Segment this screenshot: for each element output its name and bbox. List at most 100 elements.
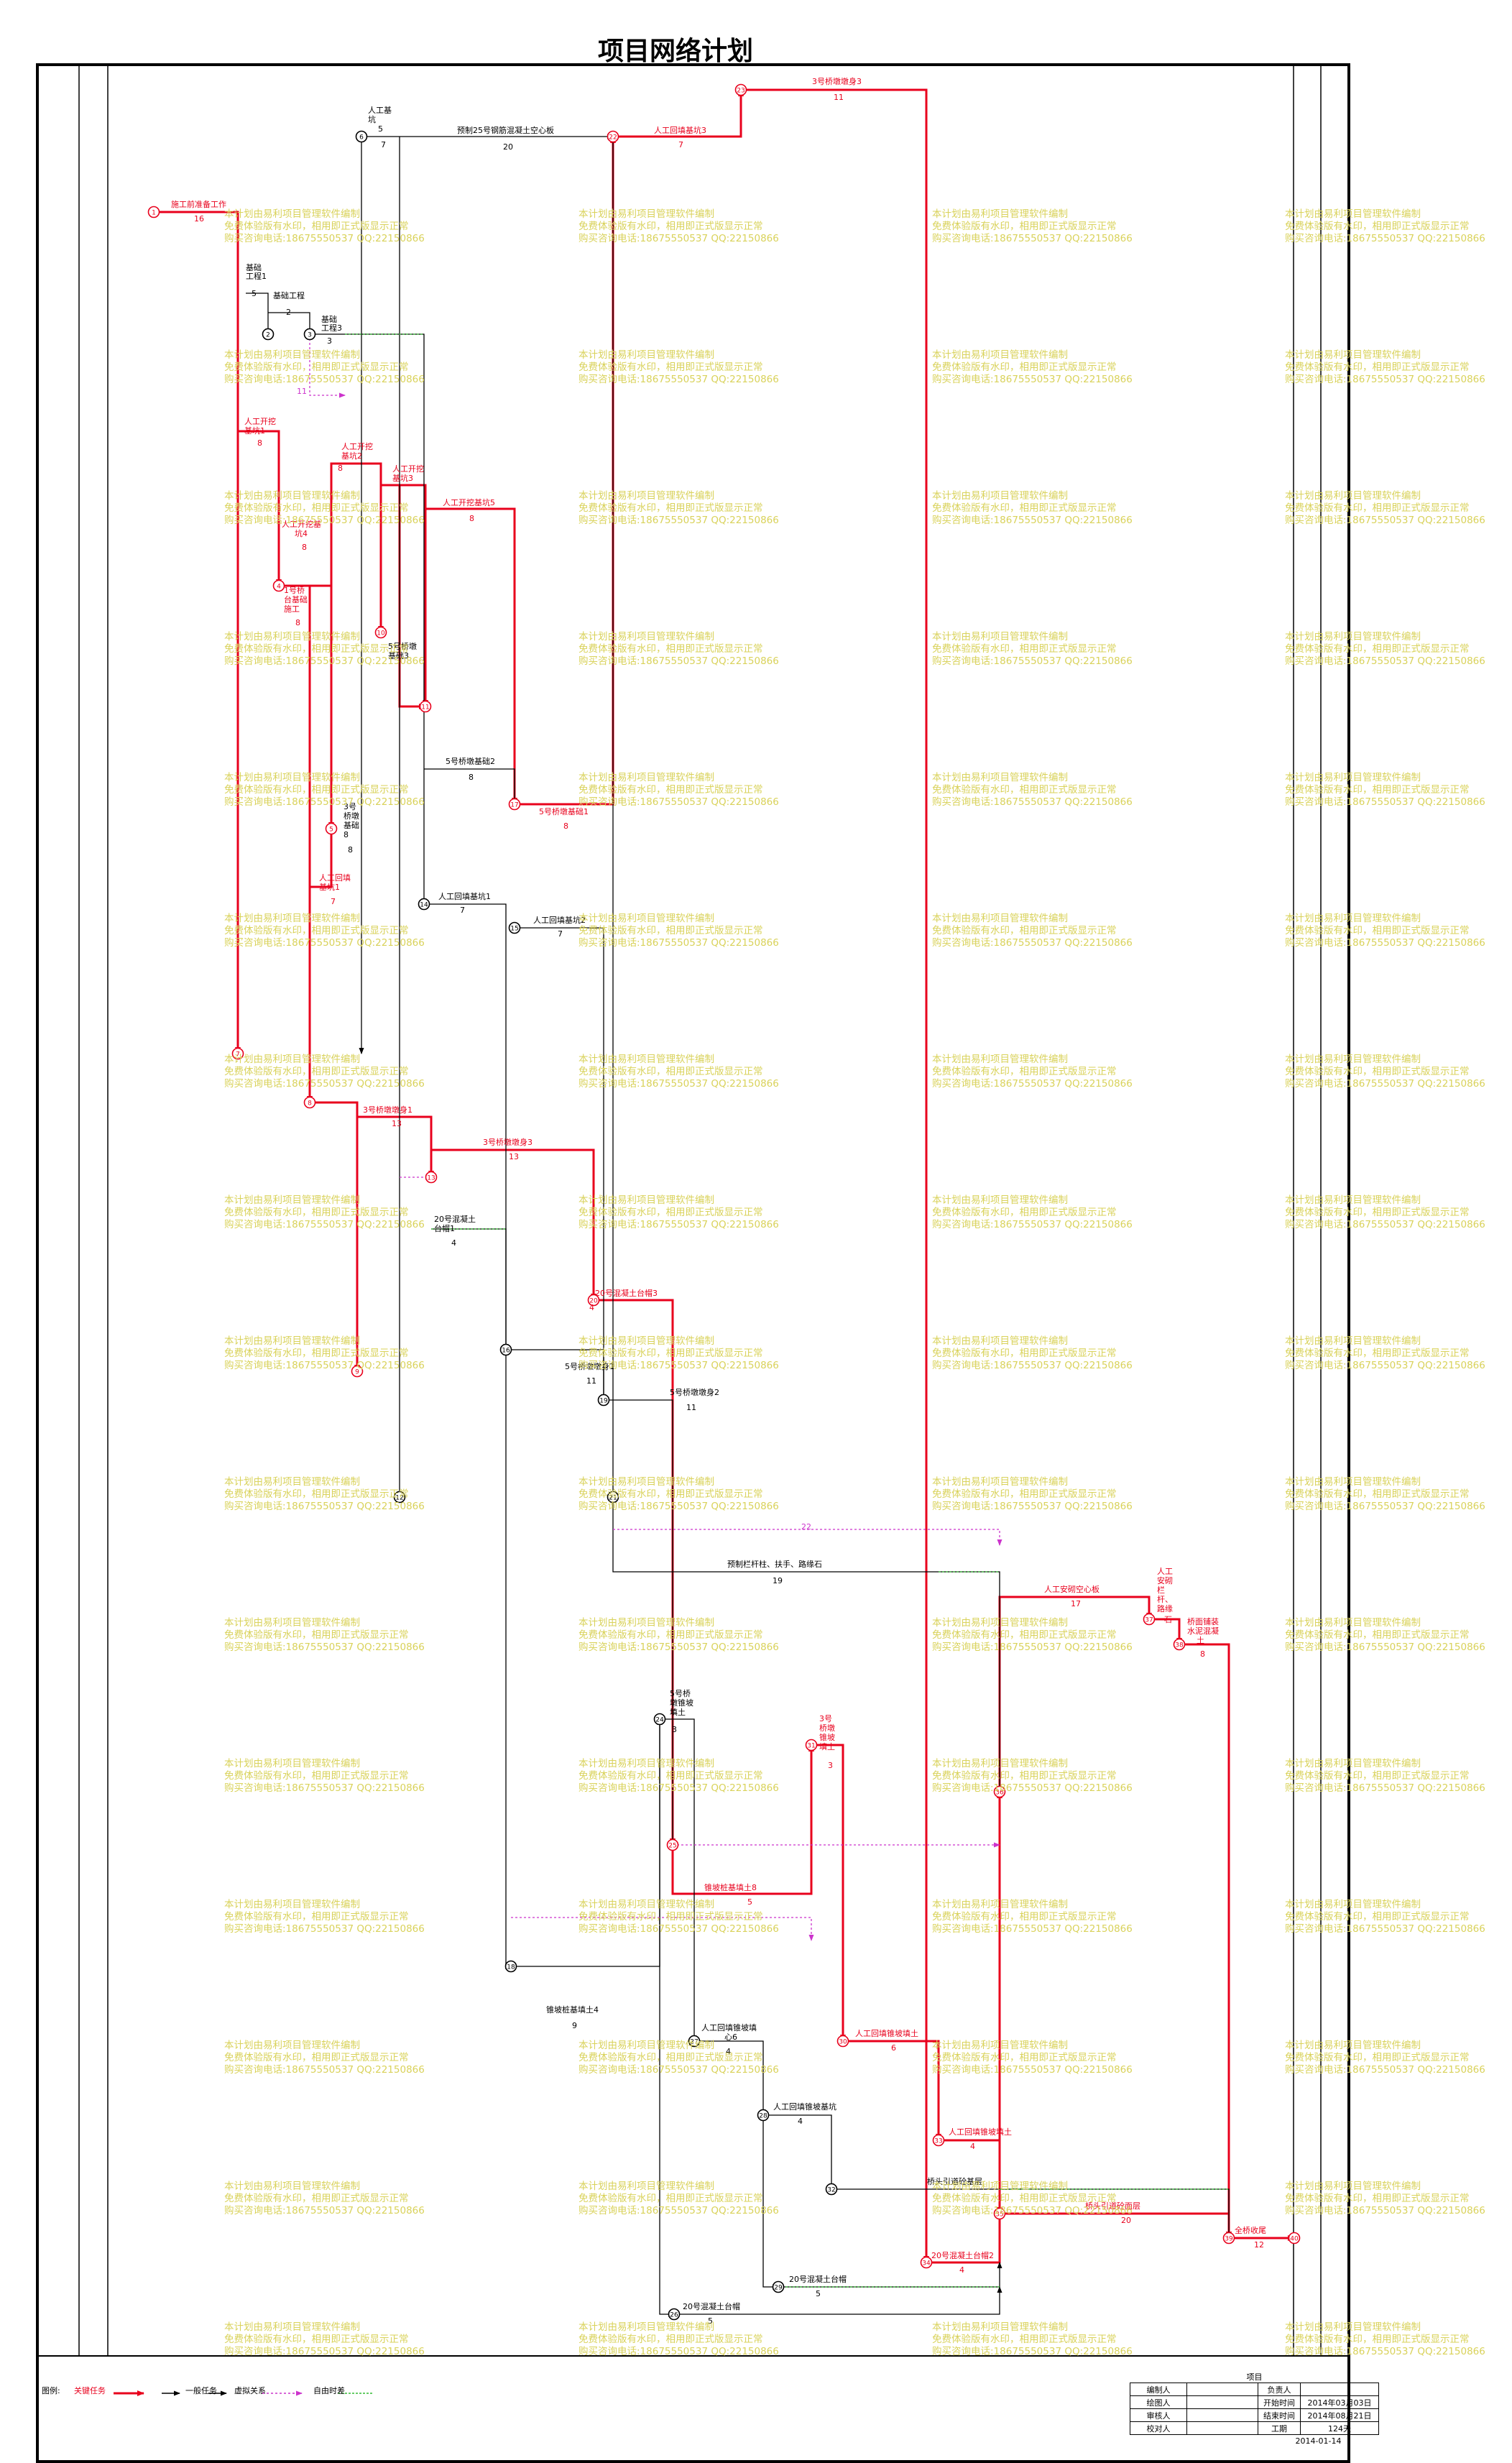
watermark-line: 购买咨询电话:18675550537 QQ:22150866 [578,233,779,244]
watermark-text: 本计划由易利项目管理软件编制免费体验版有水印，相用即正式版显示正常购买咨询电话:… [932,208,1133,245]
event-node: 6 [355,130,368,143]
activity-label: 5号桥墩墩身1 [565,1361,614,1371]
watermark-text: 本计划由易利项目管理软件编制免费体验版有水印，相用即正式版显示正常购买咨询电话:… [932,2040,1133,2076]
activity-label: 基坑2 [341,451,362,461]
watermark-line: 购买咨询电话:18675550537 QQ:22150866 [224,2064,425,2076]
activity-arrow [843,2040,941,2141]
watermark-text: 本计划由易利项目管理软件编制免费体验版有水印，相用即正式版显示正常购买咨询电话:… [224,1476,425,1513]
activity-arrow [511,1917,814,1941]
activity-label: 人工回填锥坡填土 [949,2127,1012,2137]
tb-r2-d: 2014年08月21日 [1300,2408,1379,2422]
watermark-line: 购买咨询电话:18675550537 QQ:22150866 [932,1219,1133,1230]
watermark-text: 本计划由易利项目管理软件编制免费体验版有水印，相用即正式版显示正常购买咨询电话:… [932,1617,1133,1654]
watermark-line: 免费体验版有水印，相用即正式版显示正常 [932,1488,1117,1500]
watermark-line: 免费体验版有水印，相用即正式版显示正常 [224,784,409,796]
activity-label: 人工回填基坑2 [533,915,586,925]
event-node-number: 2 [266,332,270,339]
event-node-number: 25 [668,1843,676,1850]
activity-label: 坑4 [295,528,308,538]
watermark-line: 本计划由易利项目管理软件编制 [1285,2181,1421,2192]
activity-label: 13 [509,1152,519,1161]
event-node: 22 [607,130,619,143]
activity-label: 3号 [344,802,356,811]
activity-label: 人工回填基坑3 [654,125,706,135]
watermark-text: 本计划由易利项目管理软件编制免费体验版有水印，相用即正式版显示正常购买咨询电话:… [932,1335,1133,1372]
watermark-line: 免费体验版有水印，相用即正式版显示正常 [224,1911,409,1923]
event-node: 8 [303,1096,316,1109]
watermark-text: 本计划由易利项目管理软件编制免费体验版有水印，相用即正式版显示正常购买咨询电话:… [932,1758,1133,1795]
watermark-line: 免费体验版有水印，相用即正式版显示正常 [932,1911,1117,1923]
event-node: 4 [272,579,285,592]
event-node-circle [607,1491,619,1504]
event-node: 30 [836,2035,849,2048]
activity-arrow [424,507,517,805]
watermark-text: 本计划由易利项目管理软件编制免费体验版有水印，相用即正式版显示正常购买咨询电话:… [578,208,779,245]
watermark-line: 免费体验版有水印，相用即正式版显示正常 [224,1629,409,1641]
watermark-text: 本计划由易利项目管理软件编制免费体验版有水印，相用即正式版显示正常购买咨询电话:… [224,1194,425,1231]
activity-label: 8 [563,821,568,831]
activity-arrow [430,1148,596,1301]
tb-r1-c: 开始时间 [1258,2395,1301,2409]
event-node-circle [147,206,160,218]
event-node: 2 [262,328,275,341]
watermark-text: 本计划由易利项目管理软件编制免费体验版有水印，相用即正式版显示正常购买咨询电话:… [1285,2321,1485,2358]
watermark-line: 本计划由易利项目管理软件编制 [1285,1899,1421,1910]
watermark-line: 本计划由易利项目管理软件编制 [578,349,714,361]
watermark-line: 免费体验版有水印，相用即正式版显示正常 [578,1348,763,1359]
watermark-line: 免费体验版有水印，相用即正式版显示正常 [224,1348,409,1359]
activity-label: 8 [469,773,474,782]
watermark-line: 本计划由易利项目管理软件编制 [932,631,1068,643]
activity-label: 8 [344,830,349,839]
watermark-line: 本计划由易利项目管理软件编制 [578,2040,714,2051]
event-node-circle [597,1394,610,1407]
watermark-text: 本计划由易利项目管理软件编制免费体验版有水印，相用即正式版显示正常购买咨询电话:… [578,1335,779,1372]
activity-arrow [811,1744,846,2042]
watermark-text: 本计划由易利项目管理软件编制免费体验版有水印，相用即正式版显示正常购买咨询电话:… [224,631,425,668]
watermark-line: 购买咨询电话:18675550537 QQ:22150866 [932,796,1133,808]
event-node: 31 [805,1739,818,1751]
event-node-circle [920,2256,933,2269]
activity-label: 5 [252,289,257,298]
activity-arrow [613,1529,1002,1546]
watermark-line: 本计划由易利项目管理软件编制 [224,772,360,783]
activity-label: 5 [816,2289,821,2298]
activity-label: 工程1 [246,272,267,281]
activity-label: 预制栏杆柱、扶手、路缘石 [727,1559,822,1569]
watermark-text: 本计划由易利项目管理软件编制免费体验版有水印，相用即正式版显示正常购买咨询电话:… [1285,1617,1485,1654]
activity-arrow [1179,1643,1232,2239]
activity-label: 12 [1254,2240,1264,2250]
watermark-text: 本计划由易利项目管理软件编制免费体验版有水印，相用即正式版显示正常购买咨询电话:… [932,2181,1133,2217]
watermark-text: 本计划由易利项目管理软件编制免费体验版有水印，相用即正式版显示正常购买咨询电话:… [932,1194,1133,1231]
watermark-line: 免费体验版有水印，相用即正式版显示正常 [932,925,1117,936]
watermark-line: 免费体验版有水印，相用即正式版显示正常 [224,925,409,936]
event-node-circle [653,1713,666,1726]
watermark-line: 免费体验版有水印，相用即正式版显示正常 [578,1911,763,1923]
watermark-line: 免费体验版有水印，相用即正式版显示正常 [1285,1911,1470,1923]
watermark-text: 本计划由易利项目管理软件编制免费体验版有水印，相用即正式版显示正常购买咨询电话:… [1285,631,1485,668]
activity-label: 8 [1200,1649,1205,1659]
event-node: 23 [734,83,747,96]
watermark-line: 购买咨询电话:18675550537 QQ:22150866 [224,655,425,667]
watermark-line: 免费体验版有水印，相用即正式版显示正常 [1285,1207,1470,1218]
event-node-circle [504,1960,517,1973]
activity-label: 台帽1 [434,1223,455,1233]
watermark-line: 购买咨询电话:18675550537 QQ:22150866 [932,2064,1133,2076]
event-node-circle [772,2280,785,2293]
watermark-line: 本计划由易利项目管理软件编制 [932,2321,1068,2333]
activity-label: 22 [801,1522,811,1532]
event-node: 15 [508,921,521,934]
tb-r3-c: 工期 [1258,2421,1301,2435]
watermark-line: 免费体验版有水印，相用即正式版显示正常 [932,784,1117,796]
watermark-text: 本计划由易利项目管理软件编制免费体验版有水印，相用即正式版显示正常购买咨询电话:… [224,1899,425,1935]
event-node-number: 34 [922,2260,931,2268]
event-node: 16 [499,1343,512,1356]
watermark-line: 购买咨询电话:18675550537 QQ:22150866 [1285,1501,1485,1512]
watermark-line: 免费体验版有水印，相用即正式版显示正常 [578,2052,763,2063]
watermark-line: 免费体验版有水印，相用即正式版显示正常 [224,1488,409,1500]
event-node-circle [351,1365,364,1378]
event-node-number: 12 [395,1495,403,1502]
watermark-line: 购买咨询电话:18675550537 QQ:22150866 [932,1923,1133,1935]
watermark-line: 购买咨询电话:18675550537 QQ:22150866 [1285,1360,1485,1371]
watermark-text: 本计划由易利项目管理软件编制免费体验版有水印，相用即正式版显示正常购买咨询电话:… [578,1194,779,1231]
activity-label: 2 [286,308,291,317]
